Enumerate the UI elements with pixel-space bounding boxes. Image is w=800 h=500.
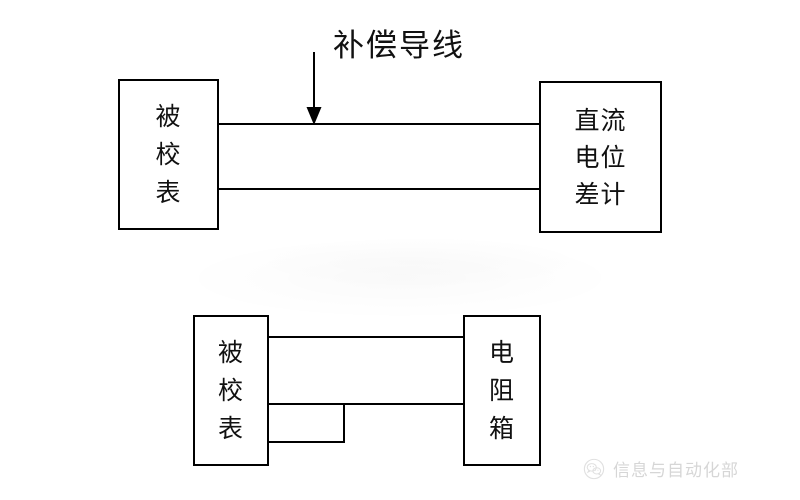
wire-bottom-lower	[268, 441, 345, 443]
wire-top-lower	[218, 188, 540, 190]
watermark-text: 信息与自动化部	[613, 461, 739, 481]
box-top-right-dc-potentiometer[interactable]: 直流电位差计	[539, 81, 662, 233]
box-bottom-right-label: 电阻箱	[488, 337, 515, 443]
wire-bottom-jumper	[343, 403, 345, 443]
box-top-right-label: 直流电位差计	[574, 105, 627, 209]
box-top-left-instrument-under-calibration[interactable]: 被校表	[118, 79, 219, 230]
wire-bottom-middle	[268, 403, 464, 405]
watermark: 信息与自动化部	[583, 456, 739, 481]
wire-top-upper	[218, 123, 540, 125]
box-bottom-left-label: 被校表	[217, 337, 244, 443]
annotation-arrow-down-icon	[306, 52, 322, 125]
box-bottom-right-resistance-box[interactable]: 电阻箱	[463, 315, 541, 466]
wire-bottom-upper	[268, 336, 464, 338]
box-top-left-label: 被校表	[155, 101, 182, 207]
annotation-label-compensation-wire: 补偿导线	[333, 28, 465, 64]
box-bottom-left-instrument-under-calibration[interactable]: 被校表	[193, 315, 269, 466]
wechat-circle-logo-icon	[583, 458, 605, 479]
